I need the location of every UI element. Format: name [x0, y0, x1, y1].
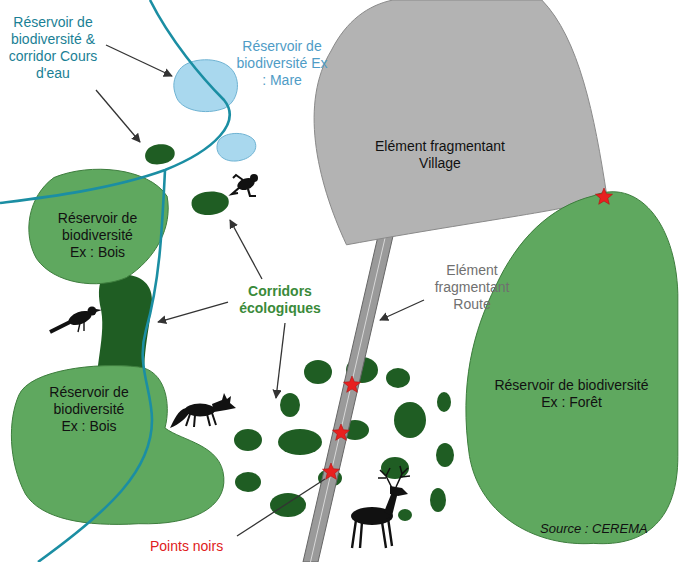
node-text-block: Réservoir de biodiversitéEx : Bois: [14, 384, 164, 435]
black-point: [595, 188, 612, 204]
callout-label: Corridors écologiques: [232, 283, 328, 317]
callout-label: Points noirs: [150, 538, 223, 555]
bird: [50, 307, 102, 333]
node-text-block: Réservoir de biodiversitéEx : Forêt: [469, 377, 674, 411]
source-note: Source : CEREMA: [540, 520, 648, 537]
wood-blob: Réservoir de biodiversitéEx : Bois: [8, 362, 226, 527]
black-point: [343, 376, 360, 392]
forest-blob-outline: [463, 185, 680, 547]
fox: [170, 393, 236, 428]
node-heading: Réservoir de biodiversité: [14, 384, 164, 418]
wood-blob: [11, 366, 224, 525]
callout-label: Réservoir de biodiversité Ex : Mare: [234, 38, 330, 89]
node-heading: Elément fragmentant: [340, 138, 540, 155]
deer: [351, 466, 410, 548]
node-heading: Réservoir de biodiversité: [469, 377, 674, 394]
forest-blob: Réservoir de biodiversitéEx : Forêt: [463, 185, 680, 547]
wood-blob: [29, 169, 168, 283]
black-point: [322, 463, 339, 479]
node-text-block: Réservoir de biodiversitéEx : Bois: [35, 210, 160, 261]
pond: [217, 133, 256, 161]
frog: [232, 174, 258, 196]
river: [38, 170, 165, 562]
corridor-patch: [145, 144, 175, 164]
callout-label: Réservoir de biodiversité & corridor Cou…: [5, 14, 101, 82]
node-subtitle: Village: [340, 155, 540, 172]
node-subtitle: Ex : Bois: [14, 418, 164, 435]
forest-blob: [466, 192, 678, 544]
callout-label: Elément fragmentant Route: [428, 262, 516, 313]
corridor-patch: [192, 191, 229, 215]
black-point: [332, 424, 349, 440]
node-subtitle: Ex : Forêt: [469, 394, 674, 411]
wood-blob: Réservoir de biodiversitéEx : Bois: [25, 165, 170, 290]
node-text-block: Elément fragmentantVillage: [340, 138, 540, 172]
node-subtitle: Ex : Bois: [35, 244, 160, 261]
leader-line: [237, 479, 325, 536]
river: [0, 0, 230, 203]
node-heading: Réservoir de biodiversité: [35, 210, 160, 244]
road: [303, 236, 393, 562]
